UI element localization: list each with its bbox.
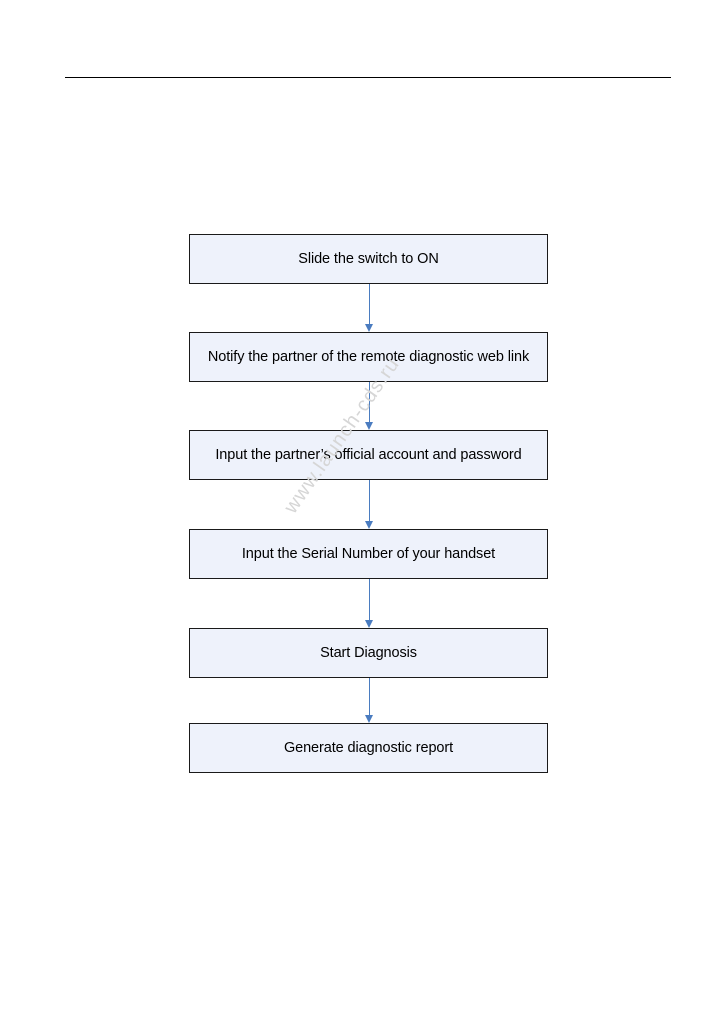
step-start-diagnosis: Start Diagnosis: [189, 628, 548, 678]
connector-line: [369, 678, 370, 715]
step-input-serial: Input the Serial Number of your handset: [189, 529, 548, 579]
connector-line: [369, 284, 370, 324]
connector-line: [369, 579, 370, 620]
arrowhead-icon: [365, 521, 373, 529]
arrowhead-icon: [365, 324, 373, 332]
connector-line: [369, 480, 370, 521]
step-slide-switch: Slide the switch to ON: [189, 234, 548, 284]
arrowhead-icon: [365, 620, 373, 628]
step-input-account: Input the partner’s official account and…: [189, 430, 548, 480]
step-generate-report: Generate diagnostic report: [189, 723, 548, 773]
arrowhead-icon: [365, 715, 373, 723]
step-notify-partner: Notify the partner of the remote diagnos…: [189, 332, 548, 382]
arrowhead-icon: [365, 422, 373, 430]
